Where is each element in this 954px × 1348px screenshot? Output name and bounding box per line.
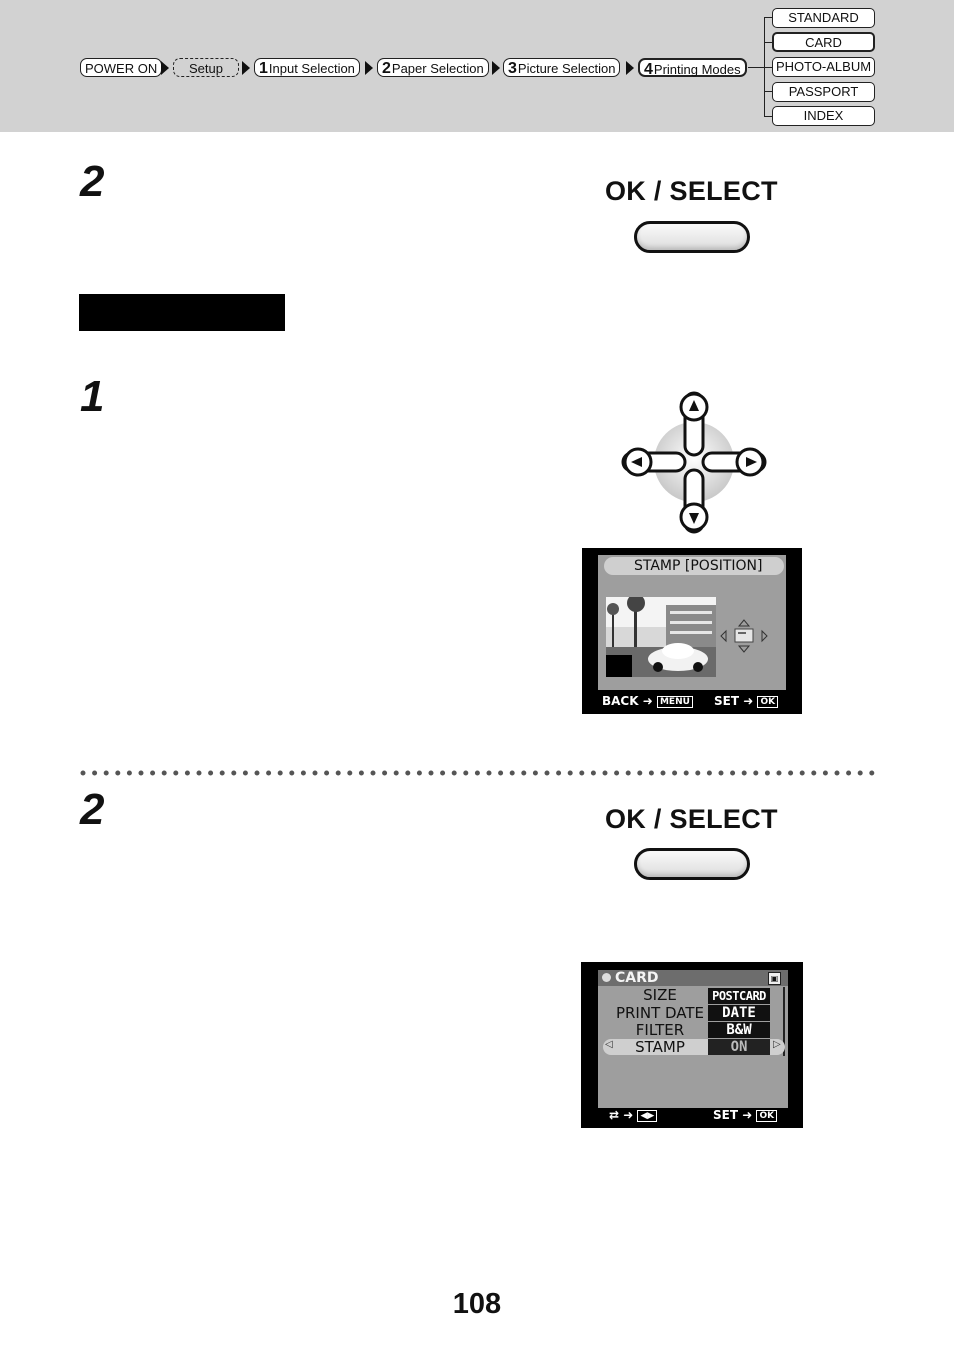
crumb-setup-label: Setup	[189, 61, 223, 76]
lcd-cycle-hint: ⇄ ➜ ◀▶	[609, 1108, 658, 1122]
ok-select-button	[634, 221, 750, 253]
step-number: 2	[80, 157, 105, 206]
bracket-tick	[764, 116, 772, 117]
ok-key-icon: OK	[757, 695, 779, 708]
right-arrow-icon: ▷	[773, 1039, 781, 1050]
ok-key-icon: OK	[756, 1109, 778, 1122]
photo-thumbnail	[606, 597, 716, 677]
crumb-picture-label: Picture Selection	[517, 61, 616, 76]
crumb-step-number: 4	[644, 61, 653, 78]
ok-select-label: OK / SELECT	[605, 804, 778, 834]
step-number: 1	[80, 372, 105, 421]
bracket-tick	[764, 67, 772, 68]
header-bar: POWER ON Setup 1Input Selection 2Paper S…	[0, 0, 954, 132]
crumb-setup: Setup	[173, 58, 239, 77]
lcd-back-hint: BACK ➜ MENU	[602, 694, 693, 708]
mode-passport: PASSPORT	[772, 82, 875, 102]
bracket-tick	[764, 17, 772, 18]
row-label-stamp: STAMP	[635, 1038, 685, 1056]
crumb-picture-selection: 3Picture Selection	[503, 58, 621, 77]
crumb-printing-label: Printing Modes	[653, 62, 741, 77]
crumb-step-number: 2	[382, 60, 391, 77]
ok-select-label: OK / SELECT	[605, 176, 778, 206]
arrow-right-icon	[242, 61, 250, 75]
bracket-tick	[764, 42, 772, 43]
lcd-card-settings-screen: CARD ▣ SIZE POSTCARD PRINT DATE DATE FIL…	[581, 962, 803, 1128]
crumb-step-number: 3	[508, 60, 517, 77]
dpad-icon	[621, 391, 767, 534]
position-arrows-icon	[720, 619, 768, 653]
crumb-input-label: Input Selection	[268, 61, 355, 76]
dotted-separator	[80, 770, 875, 776]
menu-key-icon: MENU	[656, 695, 693, 708]
arrow-right-icon	[161, 61, 169, 75]
set-label: SET	[713, 1108, 739, 1122]
lcd-stamp-position-screen: STAMP [POSITION] BACK ➜ MENU SET ➜ OK	[582, 548, 802, 714]
row-label-size: SIZE	[643, 986, 677, 1004]
arrow-right-icon	[492, 61, 500, 75]
crumb-step-number: 1	[259, 60, 268, 77]
left-right-key-icon: ◀▶	[637, 1109, 658, 1122]
lcd-title-bar	[598, 970, 788, 986]
ok-select-button	[634, 848, 750, 880]
row-label-print-date: PRINT DATE	[615, 1004, 705, 1022]
page-number: 108	[452, 1288, 502, 1320]
crumb-paper-selection: 2Paper Selection	[377, 58, 489, 77]
set-label: SET	[714, 694, 740, 708]
row-value-size: POSTCARD	[708, 988, 770, 1004]
left-arrow-icon: ◁	[605, 1039, 613, 1050]
arrow-right-icon	[365, 61, 373, 75]
crumb-printing-modes: 4Printing Modes	[638, 58, 747, 78]
settings-frame	[601, 987, 785, 1056]
bracket-tick	[764, 91, 772, 92]
lcd-title-bar	[604, 557, 784, 575]
back-label: BACK	[602, 694, 639, 708]
crumb-power-on-label: POWER ON	[85, 61, 158, 76]
lcd-set-hint: SET ➜ OK	[713, 1108, 778, 1122]
row-value-stamp: ON	[708, 1039, 770, 1055]
card-mode-icon: ▣	[768, 972, 781, 985]
lcd-set-hint: SET ➜ OK	[714, 694, 779, 708]
lcd-stamp-title: STAMP [POSITION]	[634, 558, 763, 574]
mode-photo-album: PHOTO-ALBUM	[772, 57, 875, 77]
connector-line	[748, 67, 764, 68]
row-value-print-date: DATE	[708, 1005, 770, 1021]
crumb-input-selection: 1Input Selection	[254, 58, 360, 77]
crumb-paper-label: Paper Selection	[391, 61, 484, 76]
settings-table	[598, 987, 788, 1056]
mode-card: CARD	[772, 32, 875, 52]
lcd-card-title: CARD	[615, 970, 659, 986]
arrow-right-icon	[626, 61, 634, 75]
crumb-power-on: POWER ON	[80, 58, 163, 77]
mode-dot-icon	[602, 973, 611, 982]
section-heading-bar	[79, 294, 285, 331]
mode-standard: STANDARD	[772, 8, 875, 28]
row-label-filter: FILTER	[635, 1021, 685, 1039]
row-value-filter: B&W	[708, 1022, 770, 1038]
step-number: 2	[80, 785, 105, 834]
mode-index: INDEX	[772, 106, 875, 126]
